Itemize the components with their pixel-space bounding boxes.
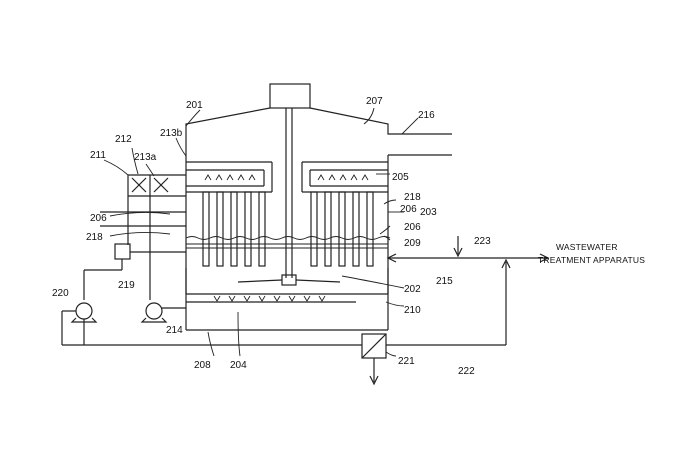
- label-204: 204: [230, 360, 247, 371]
- liquid-level: [185, 236, 391, 249]
- label-220: 220: [52, 288, 69, 299]
- label-215: 215: [436, 276, 453, 287]
- destination-label-line1: WASTEWATER: [556, 242, 618, 252]
- label-209: 209: [404, 238, 421, 249]
- left-piping: [100, 174, 186, 300]
- outlet-line-215: [386, 236, 550, 263]
- label-219: 219: [118, 280, 135, 291]
- top-tray-right: [301, 161, 388, 193]
- filter-unit-221: [361, 333, 387, 386]
- leader-lines: [103, 107, 419, 357]
- device-219: [114, 243, 131, 260]
- label-206-right-b: 206: [404, 222, 421, 233]
- label-210: 210: [404, 305, 421, 316]
- diffuser: [186, 295, 356, 303]
- hood-cover: [185, 107, 452, 162]
- vertical-plates: [202, 191, 374, 267]
- label-221: 221: [398, 356, 415, 367]
- label-214: 214: [166, 325, 183, 336]
- label-201: 201: [186, 100, 203, 111]
- label-211: 211: [90, 150, 106, 161]
- label-213b: 213b: [160, 128, 183, 139]
- label-203: 203: [420, 207, 437, 218]
- label-206-left: 206: [90, 213, 107, 224]
- label-218-right: 218: [404, 192, 421, 203]
- recirculation-line: [83, 243, 186, 300]
- label-207: 207: [366, 96, 383, 107]
- label-218-left: 218: [86, 232, 103, 243]
- nozzles-upper: [204, 174, 369, 181]
- label-208: 208: [194, 360, 211, 371]
- label-216: 216: [418, 110, 435, 121]
- tank-wall: [185, 155, 389, 331]
- label-202: 202: [404, 284, 421, 295]
- top-tray-left: [186, 161, 273, 193]
- destination-label-line2: TREATMENT APPARATUS: [538, 255, 645, 265]
- label-222: 222: [458, 366, 475, 377]
- label-223: 223: [474, 236, 491, 247]
- return-line-222: [62, 258, 511, 346]
- pump-214: [140, 302, 168, 323]
- stirring-motor: [269, 83, 311, 109]
- label-205: 205: [392, 172, 409, 183]
- impeller: [237, 274, 341, 286]
- label-212: 212: [115, 134, 132, 145]
- label-213a: 213a: [134, 152, 157, 163]
- label-206-right-a: 206: [400, 204, 417, 215]
